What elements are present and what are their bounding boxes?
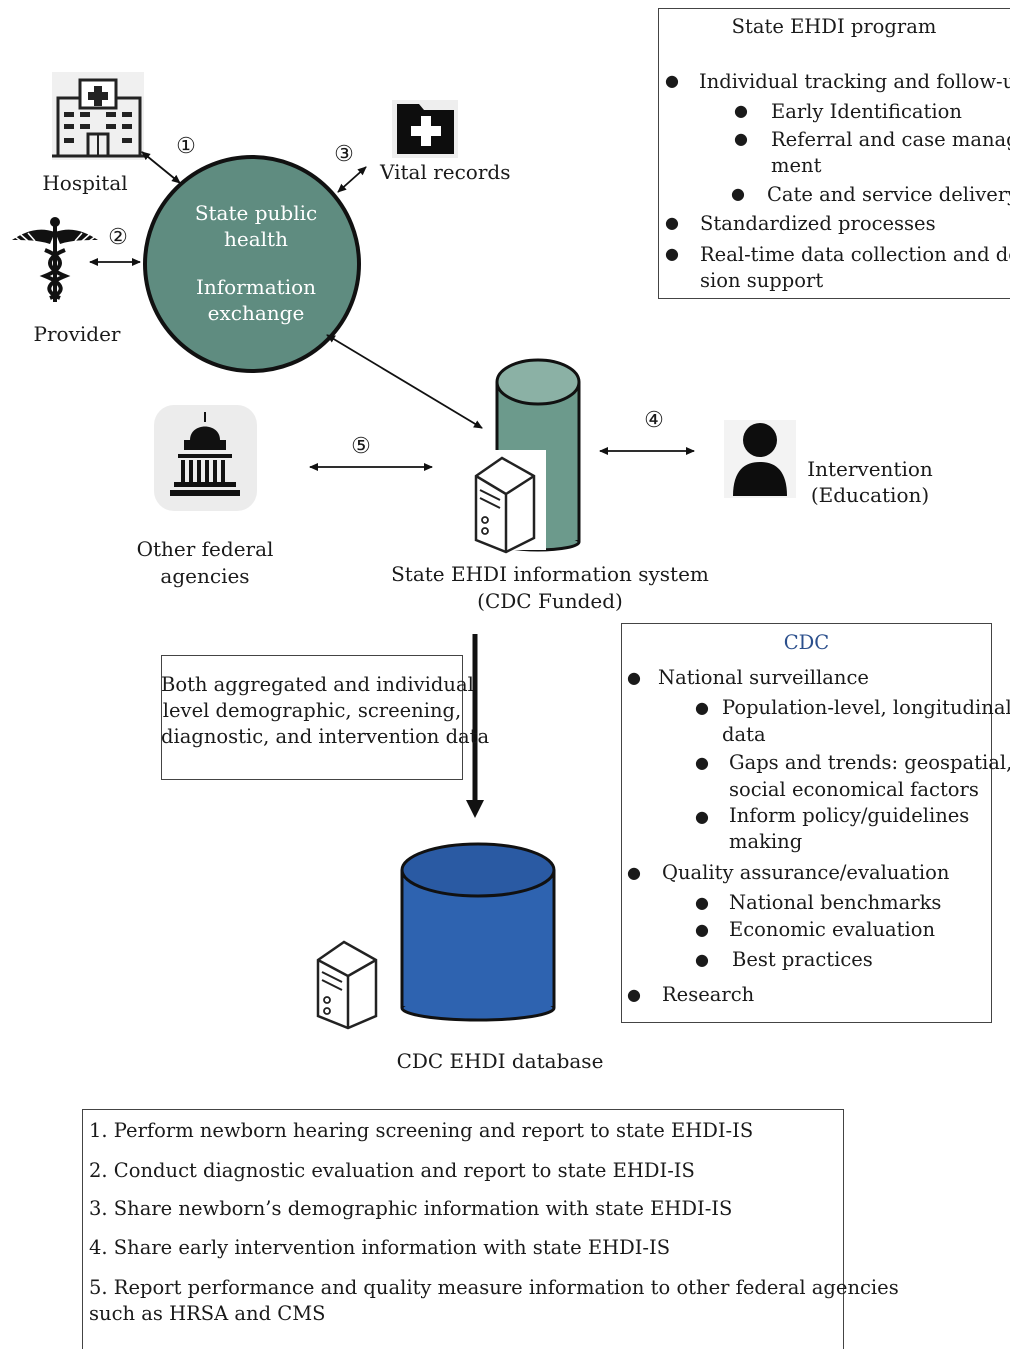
state-program-item: Early Identification	[771, 100, 962, 123]
vital-records-label: Vital records	[380, 160, 511, 184]
arrow-hub-ehdi	[326, 334, 483, 429]
intervention-label-line1: Intervention	[807, 457, 933, 481]
bullet-icon: ●	[731, 184, 745, 203]
state-program-item: Real-time data collection and deci-	[700, 243, 1010, 266]
legend-item: such as HRSA and CMS	[89, 1302, 326, 1325]
legend-item: 1. Perform newborn hearing screening and…	[89, 1119, 754, 1142]
arrow-hospital-hub	[141, 151, 181, 184]
cdc-item: social economical factors	[729, 778, 979, 801]
hub-label-line3: Information	[195, 275, 317, 299]
bullet-icon: ●	[695, 893, 709, 912]
bullet-icon: ●	[665, 244, 679, 263]
bullet-icon: ●	[695, 920, 709, 939]
step-marker-3: ③	[334, 142, 354, 167]
ehdi-is-label-line1: State EHDI information system	[391, 562, 709, 586]
bullet-icon: ●	[627, 668, 641, 687]
cdc-item: Quality assurance/evaluation	[662, 861, 950, 884]
step-marker-1: ①	[176, 134, 196, 159]
person-icon	[724, 420, 796, 498]
data-note-line: level demographic, screening,	[162, 699, 462, 722]
bullet-icon: ●	[734, 129, 748, 148]
data-note-line: Both aggregated and individual	[161, 673, 474, 696]
bullet-icon: ●	[695, 807, 709, 826]
hub-label-line2: health	[224, 227, 288, 251]
cdc-item: Economic evaluation	[729, 918, 936, 941]
cdc-db-label: CDC EHDI database	[396, 1049, 604, 1073]
state-program-item: Individual tracking and follow-up	[699, 70, 1010, 93]
provider-label: Provider	[33, 322, 121, 346]
capitol-building-icon	[154, 405, 257, 511]
cdc-item: Gaps and trends: geospatial,	[729, 751, 1010, 774]
cdc-box	[621, 623, 992, 1023]
step-marker-4: ④	[644, 408, 664, 433]
legend-box	[82, 1109, 844, 1349]
state-public-health-hub	[143, 155, 361, 373]
step-marker-2: ②	[108, 225, 128, 250]
legend-item: 5. Report performance and quality measur…	[89, 1276, 899, 1299]
bullet-icon: ●	[665, 71, 679, 90]
hub-label-line4: exchange	[207, 301, 305, 325]
caduceus-icon	[12, 217, 98, 302]
legend-item: 2. Conduct diagnostic evaluation and rep…	[89, 1159, 695, 1182]
bullet-icon: ●	[695, 753, 709, 772]
cdc-item: National benchmarks	[729, 891, 942, 914]
hub-label-line1: State public	[194, 201, 318, 225]
hospital-label: Hospital	[42, 171, 128, 195]
step-marker-5: ⑤	[351, 434, 371, 459]
bullet-icon: ●	[695, 698, 709, 717]
state-program-item: sion support	[700, 269, 824, 292]
cdc-title: CDC	[783, 631, 830, 654]
state-program-item: Referral and case manage-	[771, 128, 1010, 151]
data-note-box	[161, 655, 463, 780]
server-icon	[316, 940, 378, 1030]
intervention-label-line2: (Education)	[810, 483, 930, 507]
state-ehdi-program-title: State EHDI program	[731, 15, 937, 38]
federal-label-line1: Other federal	[136, 537, 274, 561]
state-program-item: Standardized processes	[700, 212, 936, 235]
data-note-line: diagnostic, and intervention data	[161, 725, 490, 748]
server-icon	[466, 450, 546, 554]
cdc-item: making	[729, 830, 803, 853]
arrow-state-to-cdc-head	[466, 800, 484, 818]
legend-item: 3. Share newborn’s demographic informati…	[89, 1197, 733, 1220]
cdc-database-cylinder	[400, 842, 556, 1022]
bullet-icon: ●	[734, 101, 748, 120]
cdc-item: Research	[662, 983, 755, 1006]
arrow-vital-hub	[337, 166, 367, 193]
bullet-icon: ●	[695, 950, 709, 969]
state-program-item: ment	[771, 154, 822, 177]
cdc-item: National surveillance	[658, 666, 869, 689]
state-program-item: Cate and service delivery	[767, 183, 1010, 206]
legend-item: 4. Share early intervention information …	[89, 1236, 671, 1259]
federal-label-line2: agencies	[160, 564, 250, 588]
state-ehdi-program-box	[658, 8, 1010, 299]
cdc-item: Best practices	[732, 948, 873, 971]
hospital-icon	[52, 72, 146, 160]
bullet-icon: ●	[627, 863, 641, 882]
cdc-item: Inform policy/guidelines	[729, 804, 970, 827]
bullet-icon: ●	[627, 985, 641, 1004]
ehdi-is-label-line2: (CDC Funded)	[477, 589, 623, 613]
bullet-icon: ●	[665, 213, 679, 232]
cdc-item: data	[722, 723, 766, 746]
cdc-item: Population-level, longitudinal	[722, 696, 1010, 719]
medical-folder-icon	[392, 100, 458, 158]
